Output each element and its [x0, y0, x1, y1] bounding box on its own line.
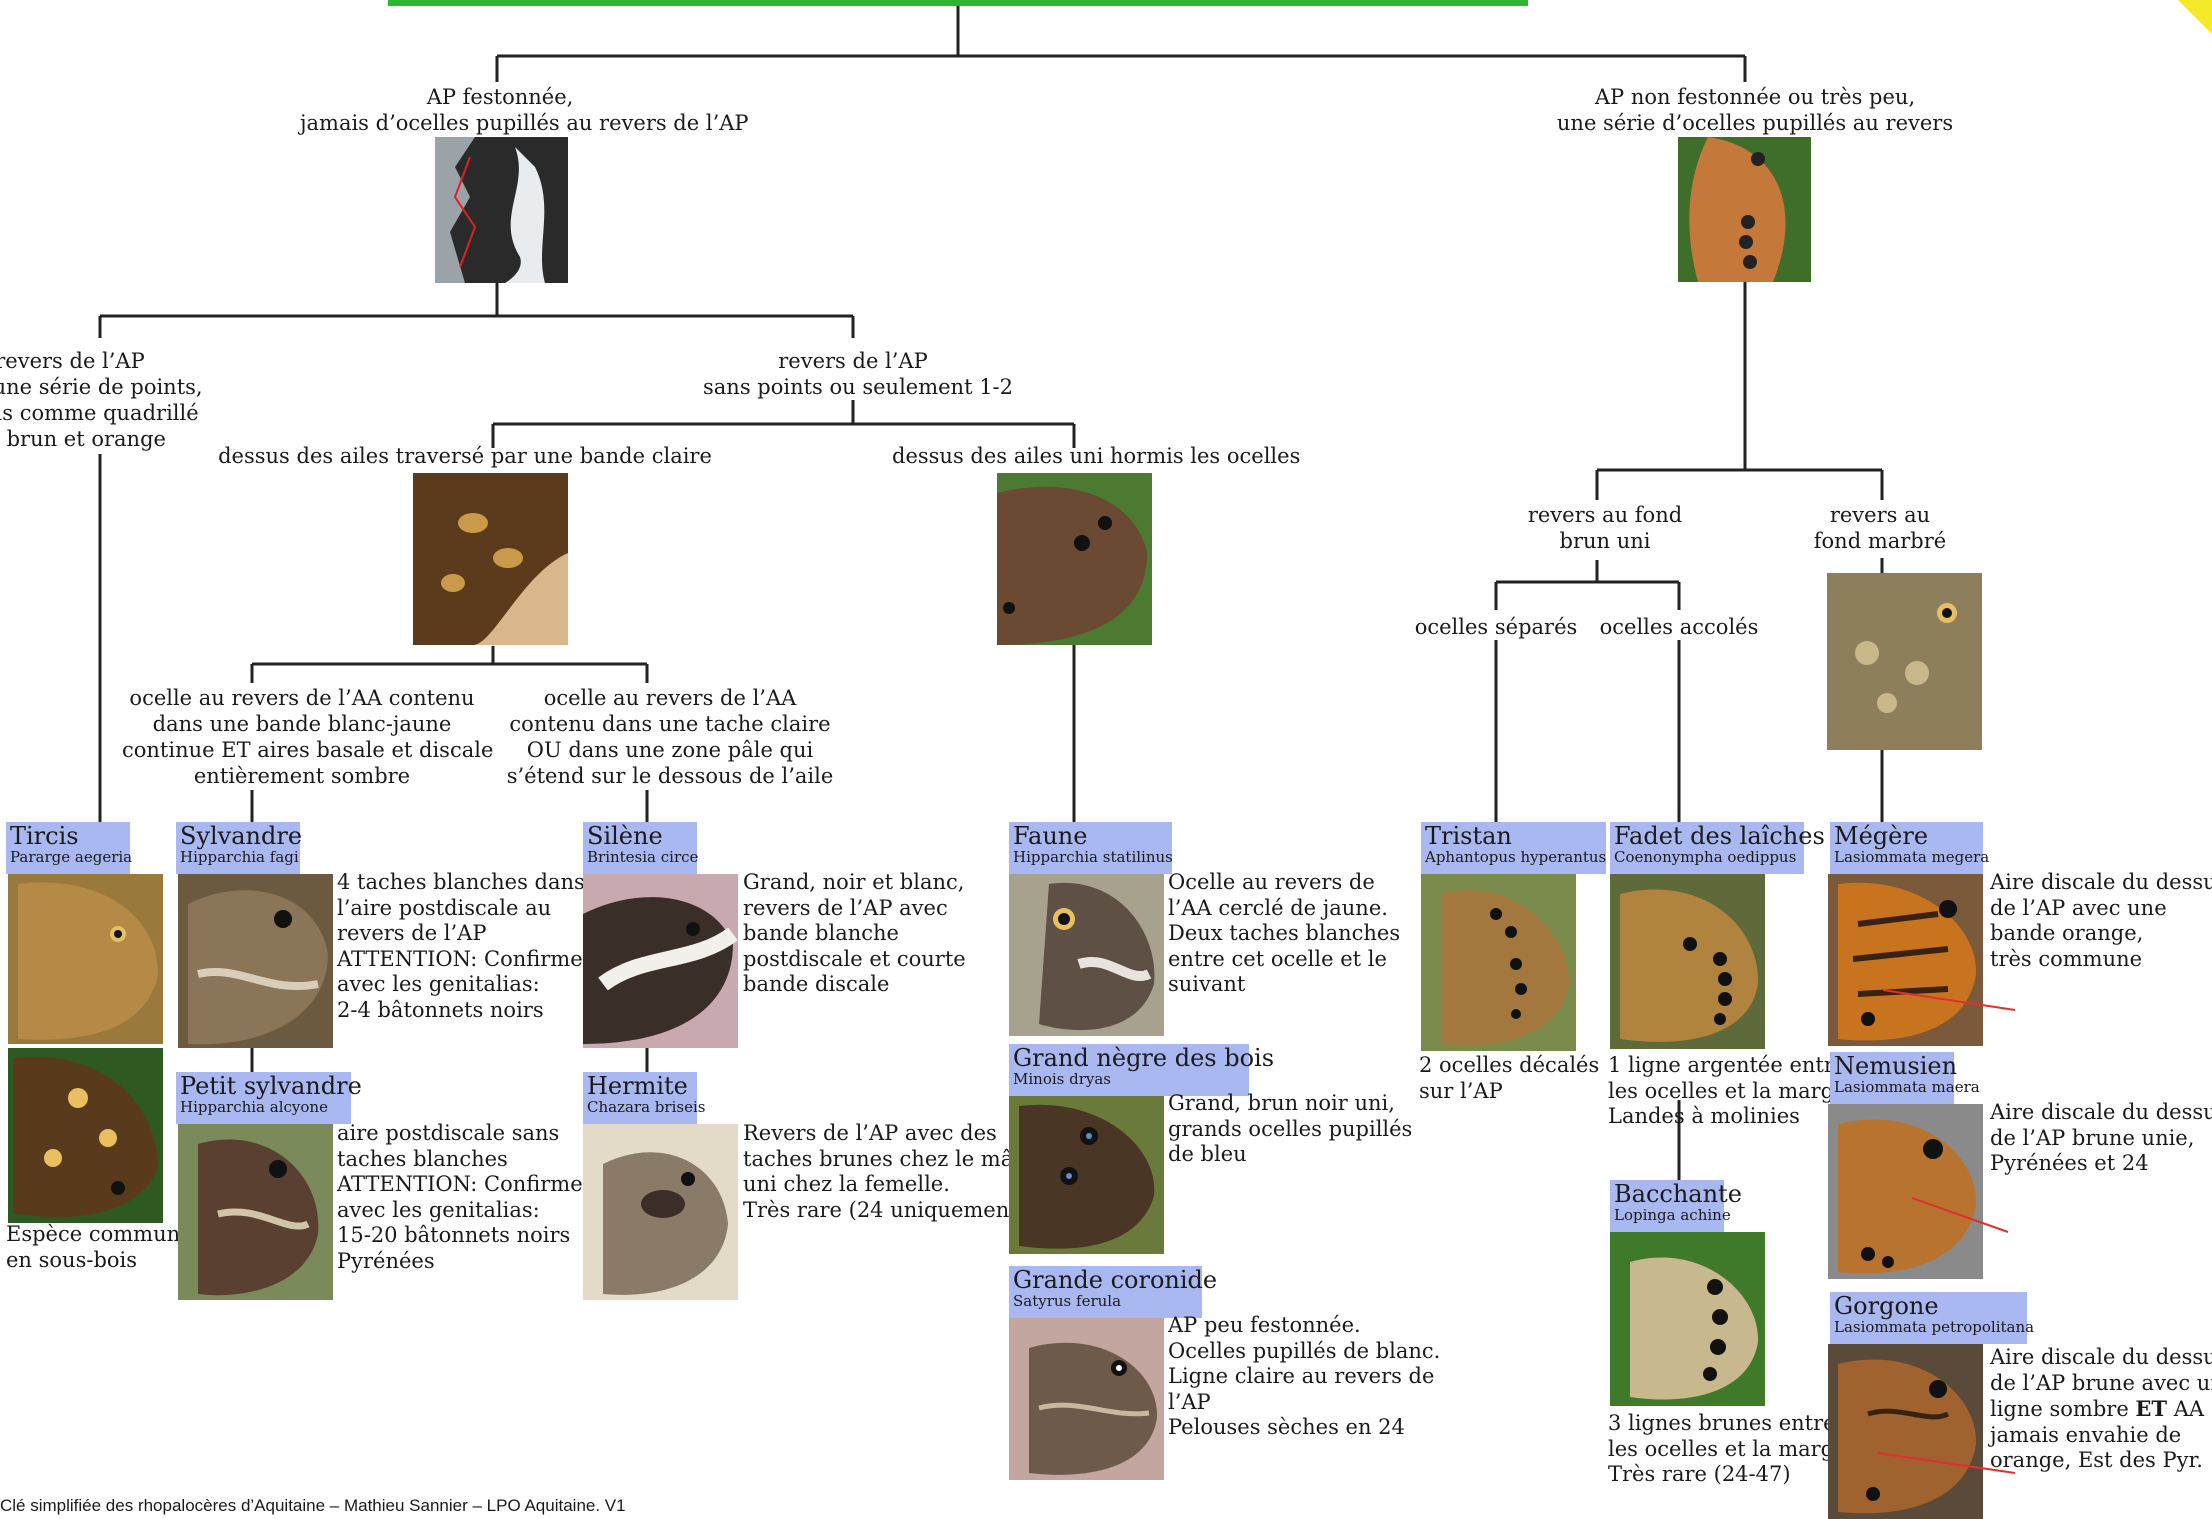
- photo-nemusien: [1828, 1104, 1983, 1279]
- photo-grand-negre: [1009, 1096, 1164, 1254]
- node-uni-ocelles: dessus des ailes uni hormis les ocelles: [892, 444, 1301, 468]
- node-bande-claire: dessus des ailes traversé par une bande …: [218, 444, 712, 468]
- arrow-gorgone: [1877, 1452, 2016, 1474]
- photo-hermite: [583, 1124, 738, 1300]
- photo-tircis-2: [8, 1048, 163, 1223]
- photo-petit-sylvandre: [178, 1124, 333, 1300]
- note-grand-negre: Grand, brun noir uni,grands ocelles pupi…: [1168, 1091, 1413, 1167]
- photo-uni-ocelles: [997, 473, 1152, 645]
- photo-bande-claire: [413, 473, 568, 645]
- arrow-megere: [1882, 989, 2016, 1011]
- photo-gorgone: [1828, 1344, 1983, 1519]
- photo-bacchante: [1610, 1232, 1765, 1406]
- photo-fadet: [1610, 874, 1765, 1049]
- footer-credit: Clé simplifiée des rhopalocères d’Aquita…: [0, 1496, 626, 1515]
- photo-silene: [583, 874, 738, 1048]
- node-ap-festonnee: AP festonnée,jamais d’ocelles pupillés a…: [300, 85, 749, 135]
- photo-faune: [1009, 874, 1164, 1036]
- title-bar: [388, 0, 1528, 6]
- photo-megere: [1828, 874, 1983, 1046]
- photo-tristan: [1421, 874, 1576, 1051]
- node-ocelles-accoles: ocelles accolés: [1599, 615, 1759, 639]
- node-ap-non-festonnee: AP non festonnée ou très peu,une série d…: [1556, 85, 1954, 135]
- arrow-nemusien: [1911, 1197, 2009, 1233]
- photo-fond-marbre: [1827, 573, 1982, 750]
- photo-grande-coronide: [1009, 1318, 1164, 1480]
- photo-ap-festonnee: [435, 137, 568, 283]
- note-silene: Grand, noir et blanc,revers de l’AP avec…: [743, 870, 966, 997]
- corner-mark: [2178, 0, 2212, 34]
- photo-sylvandre: [178, 874, 333, 1048]
- photo-ap-non-festonnee: [1678, 137, 1811, 282]
- photo-tircis-1: [8, 874, 163, 1044]
- note-grande-coronide: AP peu festonnée.Ocelles pupillés de bla…: [1168, 1313, 1441, 1440]
- node-ocelles-separes: ocelles séparés: [1414, 615, 1578, 639]
- note-gorgone: Aire discale du dessus de l’AP brune ave…: [1990, 1345, 2212, 1473]
